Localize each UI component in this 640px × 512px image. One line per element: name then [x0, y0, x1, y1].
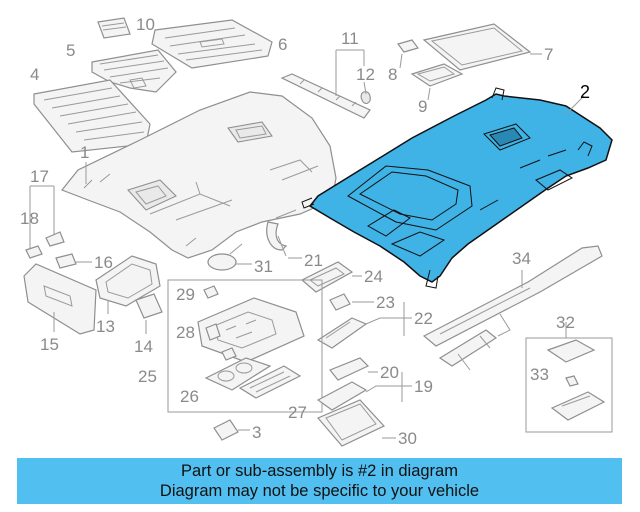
part-5-panel: [91, 49, 177, 93]
leader-19-20: [365, 371, 412, 402]
callout-25: 25: [138, 367, 157, 386]
callout-11: 11: [341, 29, 359, 48]
callout-33: 33: [530, 365, 549, 384]
callout-13: 13: [96, 317, 115, 336]
part-6-panel: [151, 19, 273, 69]
callout-16: 16: [94, 253, 113, 272]
leader-12: [363, 81, 367, 95]
callout-12: 12: [356, 65, 375, 84]
callout-26: 26: [180, 387, 199, 406]
banner-line-2: Diagram may not be specific to your vehi…: [159, 482, 480, 500]
callout-14: 14: [134, 337, 153, 356]
part-7-panel: [422, 23, 532, 71]
part-34-trim: [422, 245, 603, 371]
callout-30: 30: [398, 429, 417, 448]
callout-23: 23: [376, 293, 395, 312]
part-15-sun-visor: [23, 263, 97, 335]
callout-6: 6: [278, 35, 287, 54]
part-17-clip: [45, 231, 65, 247]
part-14-switch: [135, 293, 163, 319]
callout-31: 31: [254, 257, 273, 276]
callout-18: 18: [20, 209, 39, 228]
callout-5: 5: [66, 41, 75, 60]
part-21-grip-handle: [266, 209, 297, 257]
part-4-panel: [33, 79, 151, 153]
callout-10: 10: [136, 15, 155, 34]
leader-11: [335, 49, 365, 96]
callout-29: 29: [176, 285, 195, 304]
part-9-lens: [410, 63, 464, 87]
banner-line-1: Part or sub-assembly is #2 in diagram: [181, 462, 458, 480]
callout-28: 28: [176, 323, 195, 342]
part-24-bracket: [300, 261, 354, 293]
callout-3: 3: [252, 423, 261, 442]
part-8-clip: [396, 39, 420, 53]
leader-8: [399, 53, 403, 69]
info-banner: Part or sub-assembly is #2 in diagram Di…: [17, 458, 622, 504]
part-2-headliner-highlighted: [301, 87, 613, 289]
part-32-group: [525, 337, 613, 433]
part-25-console-group: [167, 279, 323, 413]
callout-21: 21: [304, 251, 323, 270]
callout-labels: 10 6 5 4 1 11 12 8 9 7 2 17 18 16 15 13 …: [20, 15, 590, 448]
part-13-housing: [95, 255, 161, 307]
part-30-trim: [317, 399, 385, 447]
callout-32: 32: [556, 313, 575, 332]
part-11-rail: [280, 73, 371, 119]
leader-9: [427, 87, 431, 101]
callout-34: 34: [512, 249, 531, 268]
part-23-clip: [329, 293, 351, 311]
part-20-lamp: [316, 357, 370, 411]
callout-20: 20: [380, 363, 399, 382]
callout-8: 8: [388, 65, 397, 84]
callout-1: 1: [80, 143, 89, 162]
callout-4: 4: [30, 65, 39, 84]
part-18-clip: [25, 245, 43, 259]
part-31-lamp: [207, 243, 243, 271]
callout-2: 2: [580, 82, 590, 102]
callout-9: 9: [418, 97, 427, 116]
leader-22-23: [352, 301, 412, 336]
part-10-pad: [97, 17, 131, 39]
part-22-bracket: [316, 317, 368, 349]
part-3-clip: [213, 419, 239, 441]
callout-22: 22: [414, 309, 433, 328]
part-16-clip: [55, 253, 77, 269]
leader-2: [565, 95, 585, 115]
callout-17: 17: [30, 167, 49, 186]
callout-27: 27: [288, 403, 307, 422]
part-1-headliner: [61, 91, 337, 259]
callout-24: 24: [364, 267, 383, 286]
callout-19: 19: [414, 377, 433, 396]
callout-15: 15: [40, 335, 59, 354]
leader-17: [29, 185, 55, 248]
callout-7: 7: [544, 45, 553, 64]
